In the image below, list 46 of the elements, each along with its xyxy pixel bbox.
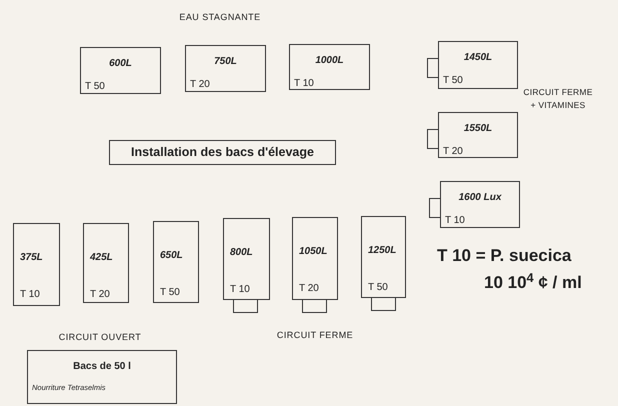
tank-box: [440, 181, 520, 228]
volume-label: 650L: [160, 249, 184, 263]
volume-label: 1050L: [299, 245, 328, 259]
tank-box: [289, 44, 370, 90]
tank-code: T 10: [230, 283, 251, 297]
volume-label: 1450L: [464, 51, 492, 65]
heading: EAU STAGNANTE: [178, 11, 262, 24]
volume-label: 800L: [230, 246, 254, 260]
tank-box: [223, 218, 270, 300]
group-label: CIRCUIT FERME: [276, 329, 354, 342]
tank-code: T 20: [189, 78, 211, 92]
volume-label: 750L: [214, 55, 237, 69]
tank-code: T 20: [90, 288, 111, 302]
tank-code: T 10: [444, 214, 466, 228]
tank-code: T 20: [299, 282, 320, 296]
tank-code: T 50: [160, 286, 181, 300]
group-label: CIRCUIT FERME + VITAMINES: [522, 86, 594, 112]
tank-code: T 10: [293, 77, 315, 91]
tank-box: [438, 41, 518, 89]
legend-note: 10 10$^{4}$ ¢ / ml: [484, 270, 583, 294]
tank-code: T 50: [368, 281, 389, 295]
tank-box: [292, 217, 338, 300]
volume-label: 425L: [90, 251, 114, 265]
volume-label: 1250L: [368, 244, 398, 258]
tank-box: [185, 45, 266, 92]
tank-box: [80, 47, 161, 94]
volume-label: 1600 Lux: [458, 191, 502, 205]
legend-note: T 10 = P. suecica: [437, 245, 572, 267]
tank-code: T 50: [442, 74, 464, 88]
tank-code: T 50: [84, 80, 106, 94]
volume-label: 600L: [109, 57, 132, 71]
tank-box: [153, 221, 199, 303]
tank-code: T 10: [20, 288, 41, 302]
volume-label: 1000L: [315, 54, 344, 68]
tank-code: T 20: [442, 145, 464, 159]
volume-label: 1550L: [464, 122, 492, 136]
tank-box: [438, 112, 518, 158]
title-box: [109, 140, 336, 165]
volume-label: 375L: [20, 251, 44, 265]
feed-tank-box: [27, 350, 177, 404]
tank-box: [361, 216, 406, 298]
tank-box: [13, 223, 60, 306]
box-title: Installation des bacs d'élevage: [131, 144, 314, 162]
box-title: Bacs de 50 l: [73, 360, 131, 374]
group-label: CIRCUIT OUVERT: [58, 331, 142, 344]
tank-box: [83, 223, 129, 303]
